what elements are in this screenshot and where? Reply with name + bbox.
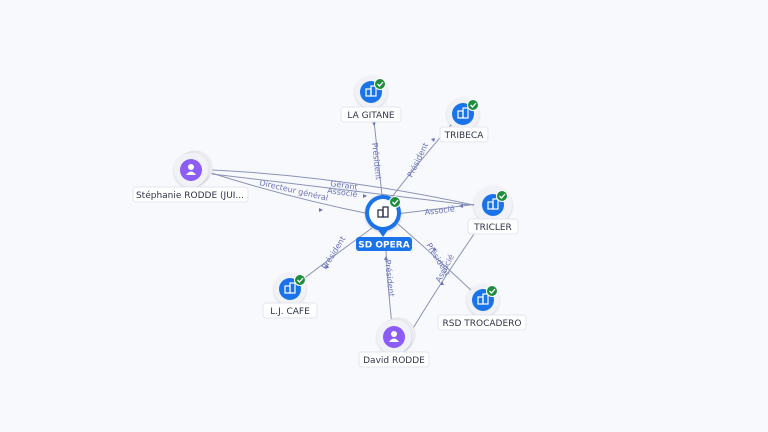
label-box [358, 351, 430, 368]
node-tricler[interactable] [474, 186, 512, 224]
check-badge [389, 196, 401, 208]
node-tribeca[interactable] [447, 98, 479, 130]
label-box [340, 106, 402, 123]
node-label-tribeca: TRIBECA [444, 131, 485, 141]
label-box [437, 314, 527, 331]
edge-label-tribeca: Président [405, 141, 430, 179]
edge-label-tricler: Associé [424, 203, 455, 217]
check-icon [377, 81, 384, 87]
arrow-head [363, 194, 367, 198]
check-badge [486, 285, 498, 297]
node-rsd-trocadero[interactable] [467, 284, 499, 316]
arrow-head [459, 204, 463, 208]
center-label-box [356, 237, 412, 251]
check-badge [374, 78, 386, 90]
label-box [439, 126, 489, 143]
node-label-david: David RODDE [363, 356, 425, 366]
node-center-sd-opera[interactable] [365, 195, 401, 237]
building-icon [377, 206, 389, 218]
node-stephanie[interactable] [174, 150, 213, 187]
arrow-head [325, 264, 329, 268]
arrow-head [440, 281, 444, 285]
building-icon [457, 107, 469, 119]
node-lj-cafe[interactable] [274, 273, 306, 305]
node-label-stephanie: Stéphanie RODDE (JUI... [136, 190, 244, 201]
check-badge [467, 99, 479, 111]
building-icon [477, 293, 489, 305]
check-icon [470, 102, 477, 108]
edge-tribeca[interactable] [387, 116, 459, 203]
node-label-la-gitane: LA GITANE [347, 111, 395, 121]
check-badge [294, 274, 306, 286]
check-icon [392, 199, 399, 205]
edge-label-steph-associe: Associé [327, 185, 358, 199]
arrow-head [431, 138, 435, 142]
person-icon [389, 331, 399, 342]
label-box [262, 302, 318, 319]
arrow-head [372, 122, 376, 126]
edge-label-ljcafe: Président [319, 234, 347, 271]
label-box [467, 218, 519, 235]
edge-steph-gerant[interactable] [211, 169, 479, 207]
edge-label-gitane: Président [370, 142, 384, 180]
edge-label-david: Président [383, 259, 397, 297]
building-icon [365, 85, 377, 97]
arrow-head [384, 256, 388, 260]
edge-steph-dg[interactable] [207, 171, 371, 215]
check-icon [297, 277, 304, 283]
node-label-lj-cafe: L.J. CAFE [270, 307, 310, 317]
edge-tricler[interactable] [395, 203, 479, 215]
person-icon [186, 164, 196, 175]
node-label-tricler: TRICLER [473, 223, 512, 233]
node-la-gitane[interactable] [355, 76, 387, 108]
building-icon [284, 282, 296, 294]
building-icon [487, 198, 499, 210]
label-box [132, 186, 249, 203]
arrow-head [433, 247, 437, 251]
check-badge [496, 190, 508, 202]
edge-steph-associe[interactable] [211, 173, 471, 206]
node-label-center: SD OPERA [358, 241, 409, 251]
arrow-head [319, 208, 323, 212]
pin-tail [376, 227, 390, 237]
check-icon [489, 288, 496, 294]
node-david[interactable] [377, 317, 416, 354]
node-label-rsd-trocadero: RSD TROCADERO [443, 319, 522, 329]
check-icon [499, 193, 506, 199]
edge-label-steph-gerant: Gérant [330, 178, 359, 192]
